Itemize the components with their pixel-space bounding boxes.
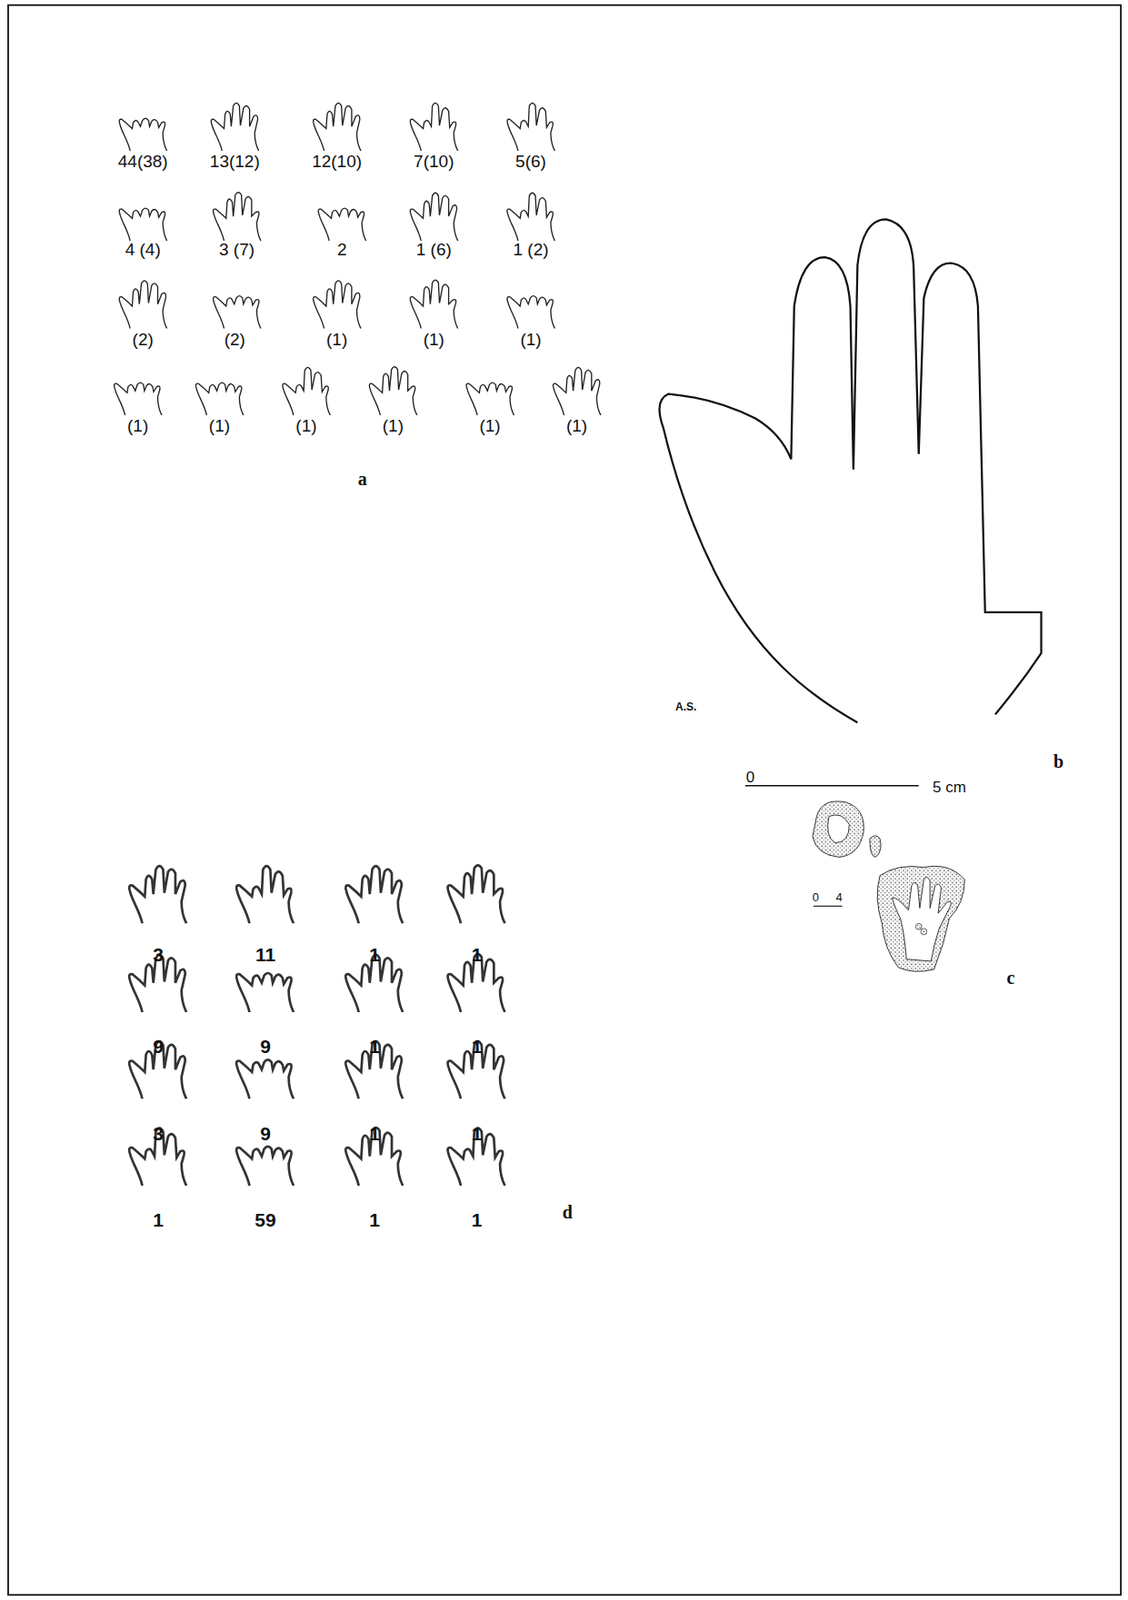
count-label: (1) <box>423 329 445 348</box>
count-label: 13(12) <box>209 152 260 170</box>
count-label: (2) <box>224 329 246 348</box>
initials-label: A.S. <box>675 701 697 713</box>
count-label: 5(6) <box>515 152 547 170</box>
count-label: 3 (7) <box>219 240 255 259</box>
count-label: 1 <box>471 945 483 965</box>
count-label: (1) <box>519 329 541 348</box>
count-label: 1 (2) <box>512 240 549 259</box>
count-label: 1 <box>471 1037 483 1057</box>
count-label: 1 <box>152 1210 164 1230</box>
count-label: 11 <box>255 945 276 965</box>
panel-letter: a <box>358 469 368 489</box>
scale-label: 4 <box>836 891 843 904</box>
count-label: (1) <box>127 417 149 435</box>
scale-label: 0 <box>746 768 755 785</box>
count-label: (2) <box>132 329 154 348</box>
count-label: (1) <box>209 417 230 435</box>
count-label: 1 <box>369 1210 380 1230</box>
count-label: (1) <box>382 417 404 435</box>
count-label: 12(10) <box>311 152 362 170</box>
count-label: 1 (6) <box>416 240 452 259</box>
count-label: (1) <box>566 417 588 435</box>
count-label: 44(38) <box>118 152 169 170</box>
count-label: 59 <box>254 1210 276 1230</box>
count-label: 1 <box>369 1037 380 1057</box>
panel-letter: c <box>1006 968 1015 988</box>
count-label: 1 <box>369 945 380 965</box>
count-label: (1) <box>295 417 317 435</box>
count-label: (1) <box>479 417 500 435</box>
count-label: 9 <box>259 1123 271 1143</box>
count-label: (1) <box>326 329 348 348</box>
count-label: 4 (4) <box>125 240 161 259</box>
count-label: 1 <box>471 1210 483 1230</box>
count-label: 1 <box>471 1123 483 1143</box>
count-label: 2 <box>337 240 348 259</box>
scale-label: 5 cm <box>932 778 967 795</box>
panel-letter: d <box>562 1203 573 1222</box>
count-label: 7(10) <box>413 152 454 170</box>
count-label: 3 <box>152 1123 164 1143</box>
count-label: 3 <box>152 945 164 965</box>
panel-letter: b <box>1053 752 1064 771</box>
count-label: 1 <box>369 1123 380 1143</box>
count-label: 9 <box>152 1037 164 1057</box>
scale-label: 0 <box>812 891 819 904</box>
count-label: 9 <box>259 1037 271 1057</box>
